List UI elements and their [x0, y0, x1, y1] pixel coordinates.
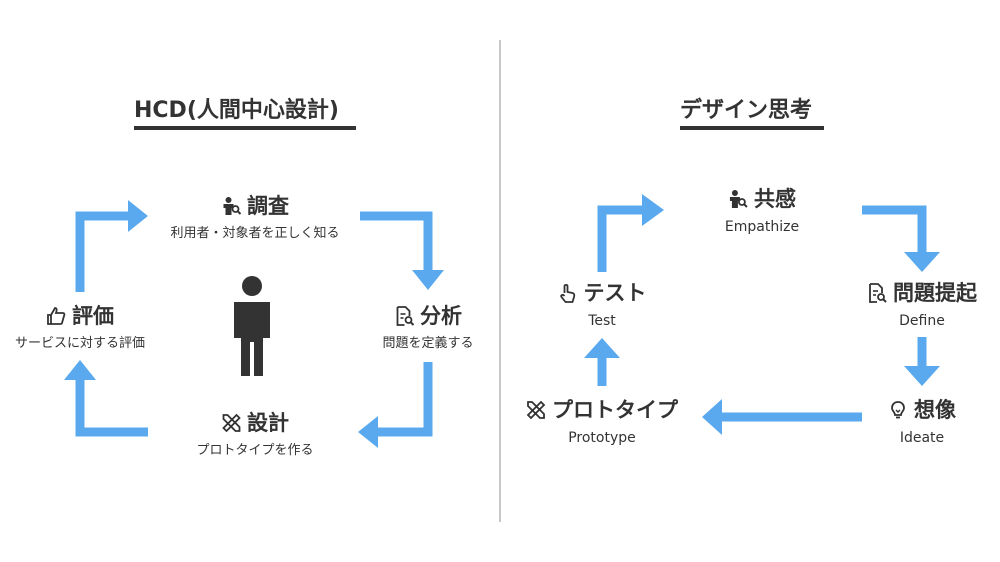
- person-search-icon: [222, 197, 241, 215]
- node-prototype: プロトタイプ Prototype: [526, 397, 678, 446]
- node-evaluate-title: 評価: [71, 304, 114, 328]
- ruler-pencil-icon: [526, 400, 546, 420]
- person-search-icon: [729, 190, 748, 208]
- node-empathize: 共感 Empathize: [725, 186, 799, 235]
- node-design: 設計 プロトタイプを作る: [196, 410, 313, 459]
- arrowhead-to-test: [584, 338, 620, 358]
- arrowhead-to-design: [358, 416, 378, 448]
- node-ideate: 想像 Ideate: [888, 397, 956, 446]
- arrow-design-to-evaluate: [75, 380, 148, 437]
- ruler-pencil-icon: [221, 413, 241, 433]
- arrowhead-to-research: [128, 200, 148, 232]
- arrowhead-to-prototype: [702, 399, 722, 435]
- node-analysis-title: 分析: [419, 304, 462, 328]
- node-research: 調査 利用者・対象者を正しく知る: [170, 193, 339, 242]
- node-analysis: 分析 問題を定義する: [382, 303, 473, 352]
- arrowhead-to-empathize: [642, 194, 664, 226]
- node-empathize-subtitle: Empathize: [724, 219, 800, 235]
- right-heading-underline: [680, 126, 824, 130]
- node-prototype-title: プロトタイプ: [552, 398, 678, 422]
- node-ideate-title: 想像: [914, 398, 956, 422]
- node-define: 問題提起 Define: [867, 280, 977, 329]
- node-test-title: テスト: [583, 281, 647, 305]
- node-design-title: 設計: [246, 411, 289, 435]
- arrowhead-to-analysis: [412, 270, 444, 290]
- node-evaluate-subtitle: サービスに対する評価: [14, 336, 146, 351]
- lightbulb-icon: [891, 401, 905, 419]
- node-evaluate: 評価 サービスに対する評価: [15, 303, 145, 352]
- node-prototype-subtitle: Prototype: [568, 430, 636, 446]
- arrowhead-to-ideate: [904, 366, 940, 386]
- person-icon: [234, 276, 270, 376]
- arrow-research-to-analysis: [360, 211, 433, 270]
- node-test: テスト Test: [558, 280, 647, 329]
- node-empathize-title: 共感: [753, 187, 796, 211]
- node-analysis-subtitle: 問題を定義する: [382, 336, 474, 351]
- document-search-icon: [396, 306, 414, 326]
- node-research-title: 調査: [246, 194, 289, 218]
- document-search-icon: [869, 283, 887, 303]
- thumbs-up-icon: [47, 307, 66, 325]
- node-design-subtitle: プロトタイプを作る: [196, 443, 314, 458]
- left-heading-underline: [134, 126, 356, 130]
- node-define-title: 問題提起: [893, 281, 977, 305]
- arrow-empathize-to-define: [862, 205, 927, 252]
- right-heading: デザイン思考: [680, 98, 813, 123]
- node-define-subtitle: Define: [899, 313, 945, 329]
- center-divider: [499, 40, 501, 522]
- arrow-test-to-empathize: [597, 205, 642, 272]
- arrow-analysis-to-design: [378, 362, 433, 437]
- arrowhead-to-evaluate: [64, 360, 96, 380]
- node-research-subtitle: 利用者・対象者を正しく知る: [170, 226, 340, 241]
- left-heading: HCD(人間中心設計): [134, 98, 339, 123]
- node-ideate-subtitle: Ideate: [899, 430, 945, 446]
- node-test-subtitle: Test: [588, 313, 616, 329]
- arrow-evaluate-to-research: [75, 211, 128, 292]
- tap-hand-icon: [560, 283, 576, 303]
- arrowhead-to-define: [904, 252, 940, 272]
